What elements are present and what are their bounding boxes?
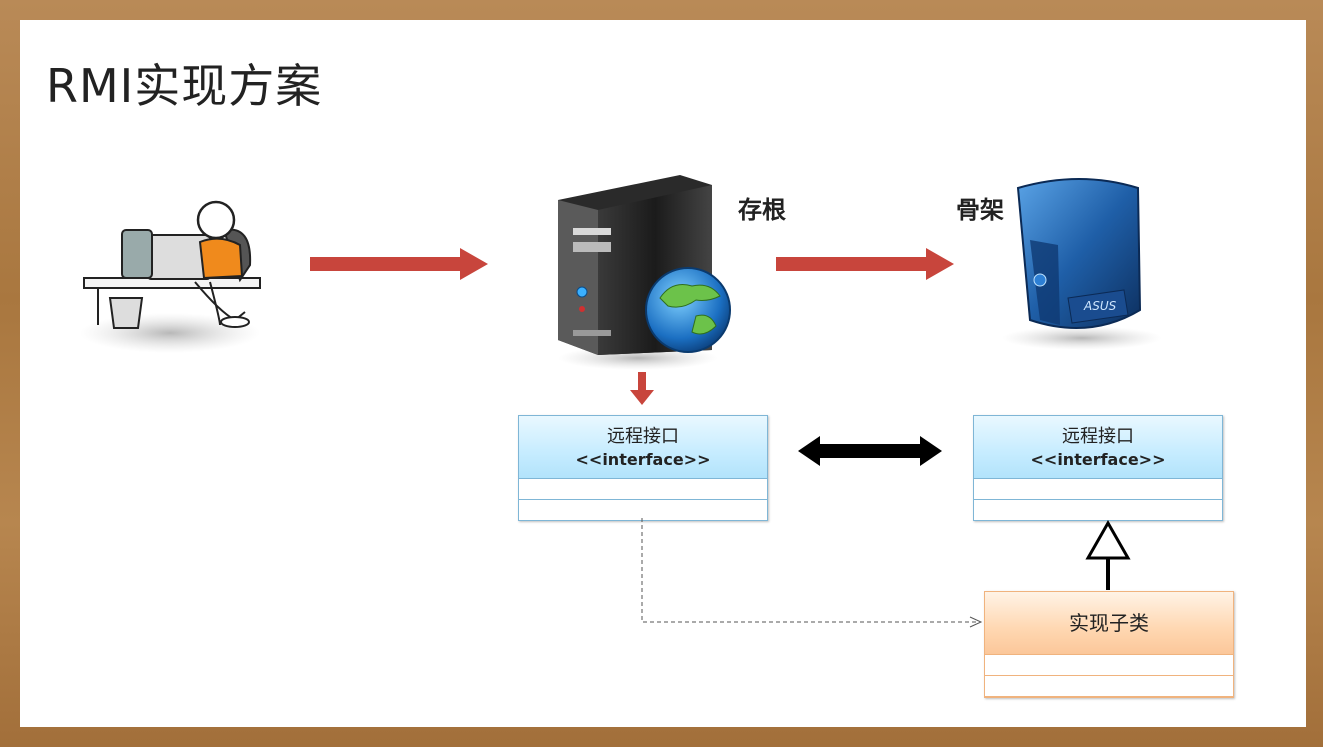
person-at-computer-icon: [80, 200, 261, 353]
stub-interface-stereotype: <<interface>>: [575, 450, 711, 469]
stub-to-interface-arrow: [630, 372, 654, 405]
stub-interface-header: 远程接口 <<interface>>: [519, 416, 767, 479]
asus-server-icon: ASUS: [1002, 178, 1162, 350]
interface-equivalence-arrow: [798, 436, 942, 466]
stub-label: 存根: [738, 195, 786, 224]
implementation-attributes: [985, 655, 1233, 676]
implementation-methods: [985, 676, 1233, 697]
stub-to-skeleton-arrow: [776, 248, 954, 280]
skeleton-label: 骨架: [956, 195, 1004, 224]
implements-arrow: [1085, 519, 1131, 590]
implementation-box: 实现子类: [984, 591, 1234, 698]
stub-interface-box: 远程接口 <<interface>>: [518, 415, 768, 521]
slide: RMI实现方案 存根 骨架 远程接口 <<interface>> 远程接口 <<…: [20, 20, 1306, 727]
svg-text:ASUS: ASUS: [1083, 299, 1117, 313]
skeleton-interface-box: 远程接口 <<interface>>: [973, 415, 1223, 521]
client-to-stub-arrow: [310, 248, 488, 280]
dependency-arrow: [641, 518, 983, 628]
diagram-graphics: ASUS: [80, 175, 1162, 628]
implementation-name: 实现子类: [985, 592, 1233, 655]
skeleton-interface-name: 远程接口: [1062, 426, 1134, 447]
stub-interface-attributes: [519, 479, 767, 500]
skeleton-interface-header: 远程接口 <<interface>>: [974, 416, 1222, 479]
server-tower-with-globe-icon: [558, 175, 731, 370]
skeleton-interface-attributes: [974, 479, 1222, 500]
slide-title: RMI实现方案: [46, 59, 323, 113]
skeleton-interface-stereotype: <<interface>>: [1030, 450, 1166, 469]
stub-interface-name: 远程接口: [607, 426, 679, 447]
